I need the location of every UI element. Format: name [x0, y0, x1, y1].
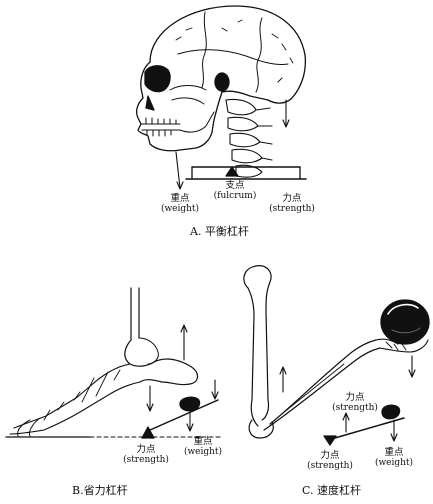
weight-b-block: [179, 396, 201, 412]
panel-c-strength-top-label-cn: 力点: [345, 392, 365, 403]
skull-face: [136, 61, 223, 152]
panel-a-strength-label-cn: 力点: [282, 193, 302, 204]
panel-c-caption: C. 速度杠杆: [302, 484, 362, 497]
panel-c-arm-illustration: [243, 265, 430, 439]
elbow: [248, 419, 274, 439]
panel-c-strength-bottom-label: 力点 (strength): [300, 450, 360, 472]
fulcrum-a-marker: [225, 166, 239, 177]
panel-b-lever: [141, 379, 219, 439]
skull-suture-squamous: [177, 49, 289, 65]
panel-b-weight-label-cn: 重点: [193, 436, 213, 447]
lever-b-bar: [149, 399, 219, 431]
panel-a-caption: A. 平衡杠杆: [190, 225, 249, 238]
panel-a-weight-label: 重点 (weight): [152, 193, 208, 215]
skull-mandible: [179, 111, 215, 133]
panel-c-strength-top-label-en: (strength): [332, 403, 378, 413]
ball: [380, 299, 430, 345]
weight-c-block: [381, 404, 401, 420]
fulcrum-c-marker: [323, 435, 337, 446]
panel-a-weight-label-en: (weight): [160, 204, 200, 214]
skull-orbit: [144, 65, 171, 93]
skull-ear: [214, 72, 230, 92]
skull-suture-lambdoid: [255, 17, 263, 93]
skull-zygomatic: [169, 85, 207, 105]
panel-a-strength-label: 力点 (strength): [262, 193, 322, 215]
panel-c-lever: [323, 404, 405, 446]
tibia-fibula: [130, 287, 140, 341]
foot-bones: [13, 363, 131, 429]
panel-a-fulcrum-label-en: (fulcrum): [213, 191, 257, 201]
panel-c-weight-label: 重点 (weight): [366, 447, 422, 469]
panel-a-fulcrum-label-cn: 支点: [225, 180, 245, 191]
lever-c-bar: [327, 417, 405, 441]
panel-b-strength-label-cn: 力点: [136, 444, 156, 455]
panel-a-lever: [175, 99, 307, 190]
skull-cranium: [149, 5, 307, 104]
skull-teeth-lower: [141, 129, 181, 137]
panel-c-strength-top-label: 力点 (strength): [325, 392, 385, 414]
heel-bones: [124, 339, 199, 386]
fulcrum-b-marker: [141, 426, 155, 439]
panel-b-foot-illustration: [5, 287, 221, 438]
panel-b-weight-label: 重点 (weight): [175, 436, 231, 458]
panel-b-weight-label-en: (weight): [183, 447, 223, 457]
panel-a-weight-label-cn: 重点: [170, 193, 190, 204]
panel-c-strength-bottom-label-en: (strength): [307, 461, 353, 471]
humerus: [243, 265, 272, 421]
skull-texture: [175, 19, 294, 83]
panel-a-skull-illustration: [136, 5, 307, 178]
skull-teeth-upper: [140, 117, 181, 125]
panel-b-strength-label-en: (strength): [123, 455, 169, 465]
panel-c-weight-label-cn: 重点: [384, 447, 404, 458]
panel-a-fulcrum-label: 支点 (fulcrum): [207, 180, 263, 202]
panel-a-strength-label-en: (strength): [269, 204, 315, 214]
panel-b-strength-label: 力点 (strength): [116, 444, 176, 466]
cervical-spine: [225, 98, 273, 178]
weight-arrow-a: [175, 151, 181, 189]
skull-suture-coronal: [201, 11, 207, 89]
panel-b-caption: B.省力杠杆: [72, 484, 128, 497]
panel-c-weight-label-en: (weight): [374, 458, 414, 468]
skull-nasal: [145, 95, 155, 111]
panel-c-strength-bottom-label-cn: 力点: [320, 450, 340, 461]
